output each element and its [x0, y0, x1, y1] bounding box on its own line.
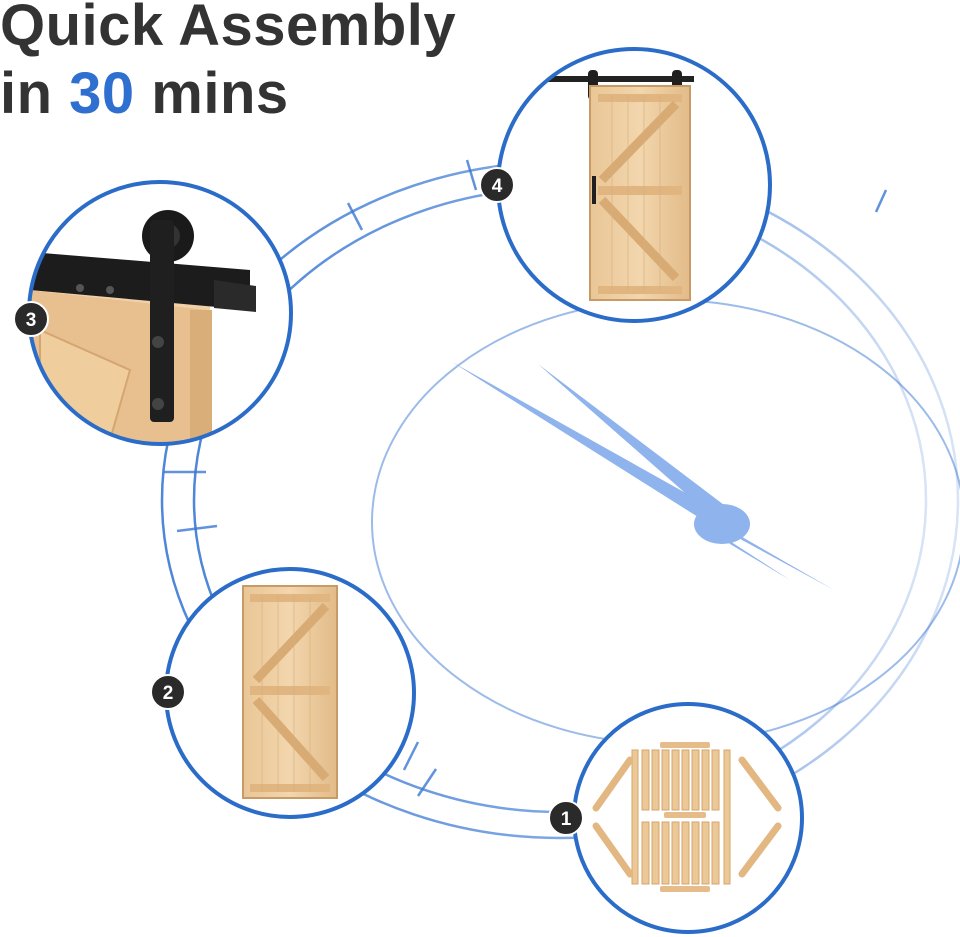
- headline-line-2-suffix: mins: [134, 61, 289, 126]
- step-badge-2-number: 2: [163, 683, 174, 704]
- step-4-circle: [496, 47, 772, 323]
- headline-line-1: Quick Assembly: [0, 0, 457, 58]
- step-1-circle: [572, 702, 804, 934]
- roller-hanger-image: [30, 210, 256, 444]
- clock-hands: [452, 362, 834, 590]
- track-ticks: [164, 159, 888, 797]
- step-badge-2: 2: [150, 674, 186, 710]
- assembled-door-image: [242, 585, 338, 799]
- step-badge-1-number: 1: [561, 809, 572, 830]
- parts-kit-image: [592, 742, 782, 892]
- step-badge-3: 3: [13, 301, 49, 337]
- step-badge-1: 1: [548, 800, 584, 836]
- headline-accent-number: 30: [69, 61, 135, 126]
- hung-door-image: [548, 70, 694, 301]
- step-badge-3-number: 3: [26, 310, 37, 331]
- clock-center-hub: [694, 504, 750, 544]
- step-2-circle: [164, 567, 416, 819]
- headline-line-2: in 30 mins: [0, 60, 456, 128]
- step-badge-4-number: 4: [492, 176, 503, 197]
- step-badge-4: 4: [479, 167, 515, 203]
- headline: Quick Assembly in 30 mins: [0, 0, 456, 128]
- headline-line-2-prefix: in: [0, 61, 70, 126]
- step-3-circle: [27, 180, 293, 446]
